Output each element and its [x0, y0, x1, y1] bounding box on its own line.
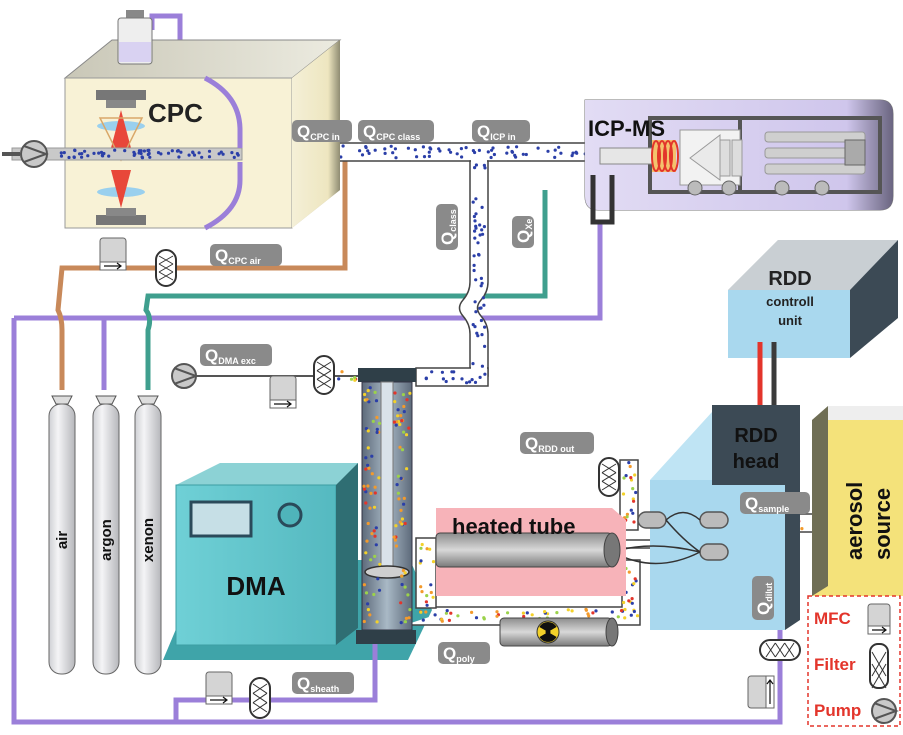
cylinder-argon: argon — [92, 395, 120, 675]
flow-label-poly: Qpoly — [438, 642, 490, 664]
argon-line-sheath — [173, 640, 378, 722]
cpc-top — [63, 39, 342, 79]
svg-text:QCPC air: QCPC air — [215, 246, 261, 266]
cpc-pump-icon[interactable] — [2, 140, 49, 168]
cpc-laser-down — [111, 170, 131, 208]
gas-cylinders: air argon xenon — [48, 395, 162, 675]
flow-label-cpc-class: QCPC class — [358, 120, 434, 142]
cpc-air-filter-icon[interactable] — [155, 249, 177, 287]
legend-pump-icon — [871, 698, 899, 724]
flow-label-cpc-air: QCPC air — [210, 244, 282, 266]
svg-text:QICP in: QICP in — [477, 122, 516, 142]
icpms-label: ICP-MS — [588, 116, 665, 141]
cylinder-label-argon: argon — [98, 519, 115, 561]
dma-exc-filter-icon[interactable] — [313, 355, 335, 395]
svg-text:QRDD out: QRDD out — [525, 434, 574, 454]
dma-device: DMA — [175, 463, 358, 646]
dma-knob — [277, 502, 303, 528]
flow-label-dilut: Qdilut — [752, 576, 774, 620]
legend-filter-label: Filter — [814, 655, 856, 674]
pipe-joint-2 — [471, 366, 487, 370]
cylinder-label-xenon: xenon — [140, 518, 157, 562]
legend-mfc-icon — [867, 603, 891, 635]
rdd-control-label-1: RDD — [768, 268, 811, 290]
flow-label-xe: QXe — [512, 216, 534, 248]
dilut-mfc-icon[interactable] — [747, 675, 775, 709]
flow-components — [99, 237, 801, 719]
cpc-device: CPC — [11, 39, 342, 231]
flow-label-cpc-in: QCPC in — [292, 120, 352, 142]
dilut-filter-icon[interactable] — [759, 639, 801, 661]
svg-text:Qsheath: Qsheath — [297, 674, 339, 694]
dma-exc-mfc-icon[interactable] — [269, 375, 297, 409]
rdd-control-unit: RDD controll unit — [728, 240, 898, 358]
svg-text:QDMA exc: QDMA exc — [205, 346, 256, 366]
rdd-head-label-1: RDD — [734, 425, 777, 447]
cylinder-label-air: air — [54, 531, 71, 550]
argon-line-main — [11, 220, 603, 725]
dma-screen — [189, 500, 253, 538]
aerosol-label-2: source — [870, 488, 895, 560]
flow-label-rdd-out: QRDD out — [520, 432, 594, 454]
svg-text:Qclass: Qclass — [438, 209, 458, 245]
rdd-head-label-2: head — [733, 451, 780, 473]
dma-column — [356, 368, 416, 644]
cpc-optic-top — [96, 90, 146, 100]
cpc-optic-bottom — [96, 215, 146, 225]
svg-text:Qsample: Qsample — [745, 494, 789, 514]
dma-label: DMA — [226, 571, 285, 601]
dma-exc-pump-icon[interactable] — [171, 363, 199, 389]
heated-tube-label: heated tube — [452, 514, 575, 539]
flow-label-class: Qclass — [436, 204, 458, 250]
legend: MFC Filter Pump — [807, 595, 901, 727]
legend-mfc-label: MFC — [814, 609, 851, 628]
pipe-joint-1 — [471, 158, 487, 164]
rdd-control-label-2: controll — [766, 294, 814, 309]
flow-label-sheath: Qsheath — [292, 672, 354, 694]
xenon-line — [143, 190, 548, 390]
flow-label-dma-exc: QDMA exc — [200, 344, 272, 366]
heated-tube: heated tube — [435, 508, 626, 596]
radiation-icon — [536, 620, 560, 644]
cpc-laser-up — [111, 110, 131, 148]
sheath-mfc-icon[interactable] — [205, 671, 233, 705]
cpc-bottle-icon — [117, 10, 153, 65]
cpc-wick-bottom — [203, 162, 243, 231]
cylinder-xenon: xenon — [134, 395, 162, 675]
svg-text:QCPC in: QCPC in — [297, 122, 340, 142]
cpc-wick-top — [203, 75, 243, 148]
legend-filter-icon — [869, 643, 889, 689]
aerosol-label-1: aerosol — [842, 482, 867, 560]
sheath-filter-icon[interactable] — [249, 677, 271, 719]
rdd-control-label-3: unit — [778, 313, 802, 328]
svg-text:Qdilut: Qdilut — [754, 583, 774, 615]
neutralizer — [499, 617, 619, 647]
svg-text:QXe: QXe — [514, 219, 534, 243]
icpms-device: ICP-MS — [584, 99, 894, 225]
icpms-gas-port — [590, 175, 615, 225]
cpc-air-mfc-icon[interactable] — [99, 237, 127, 271]
aerosol-source: aerosol source — [812, 406, 903, 596]
cpc-label: CPC — [148, 98, 203, 128]
legend-pump-label: Pump — [814, 701, 861, 720]
svg-text:QCPC class: QCPC class — [363, 122, 420, 142]
cylinder-air: air — [48, 395, 76, 675]
air-line — [55, 160, 348, 390]
rdd-out-filter-icon[interactable] — [598, 457, 620, 497]
flow-label-icp-in: QICP in — [472, 120, 530, 142]
flow-label-sample: Qsample — [740, 492, 810, 514]
svg-text:Qpoly: Qpoly — [443, 644, 475, 664]
